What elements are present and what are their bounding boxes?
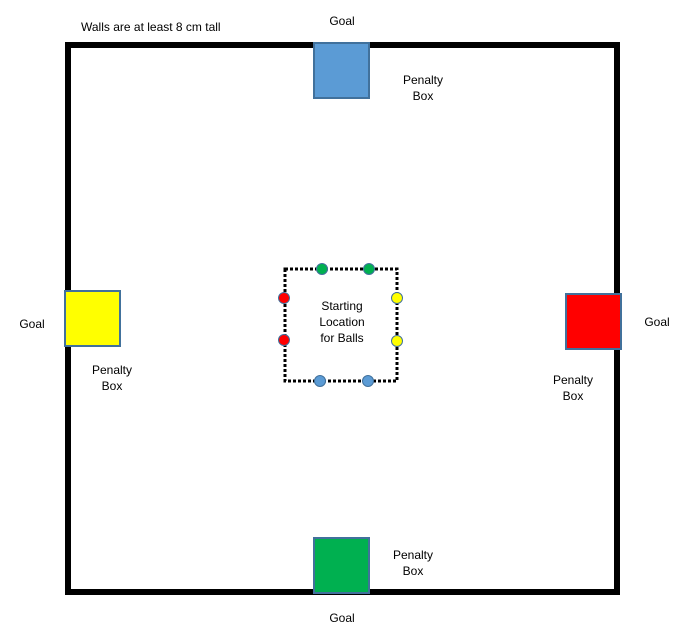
penalty-box-yellow xyxy=(64,290,121,347)
ball-yellow xyxy=(391,335,403,347)
penalty-label-line1: Penalty xyxy=(91,363,133,377)
ball-blue xyxy=(362,375,374,387)
starting-location-label: Starting Location for Balls xyxy=(306,298,378,346)
start-label-line2: Location xyxy=(319,315,365,329)
ball-red xyxy=(278,292,290,304)
penalty-label-line2: Box xyxy=(402,564,424,578)
penalty-box-label-blue: Penalty Box xyxy=(393,72,453,104)
goal-label-right: Goal xyxy=(644,315,670,329)
penalty-label-line1: Penalty xyxy=(552,373,594,387)
penalty-label-line2: Box xyxy=(412,89,434,103)
penalty-box-label-green: Penalty Box xyxy=(383,547,443,579)
penalty-label-line2: Box xyxy=(562,389,584,403)
goal-label-top: Goal xyxy=(329,14,355,28)
starting-area xyxy=(283,267,399,383)
goal-label-bottom: Goal xyxy=(329,611,355,625)
wall-height-note: Walls are at least 8 cm tall xyxy=(81,20,221,34)
ball-green xyxy=(363,263,375,275)
penalty-label-line1: Penalty xyxy=(402,73,444,87)
ball-green xyxy=(316,263,328,275)
penalty-box-label-yellow: Penalty Box xyxy=(82,362,142,394)
ball-blue xyxy=(314,375,326,387)
balls xyxy=(278,263,403,387)
goal-label-left: Goal xyxy=(19,317,45,331)
penalty-box-red xyxy=(565,293,622,350)
penalty-box-label-red: Penalty Box xyxy=(543,372,603,404)
penalty-label-line1: Penalty xyxy=(392,548,434,562)
penalty-box-green xyxy=(313,537,370,594)
start-label-line3: for Balls xyxy=(320,331,364,345)
start-label-line1: Starting xyxy=(321,299,363,313)
ball-red xyxy=(278,334,290,346)
penalty-box-blue xyxy=(313,42,370,99)
penalty-label-line2: Box xyxy=(101,379,123,393)
ball-yellow xyxy=(391,292,403,304)
